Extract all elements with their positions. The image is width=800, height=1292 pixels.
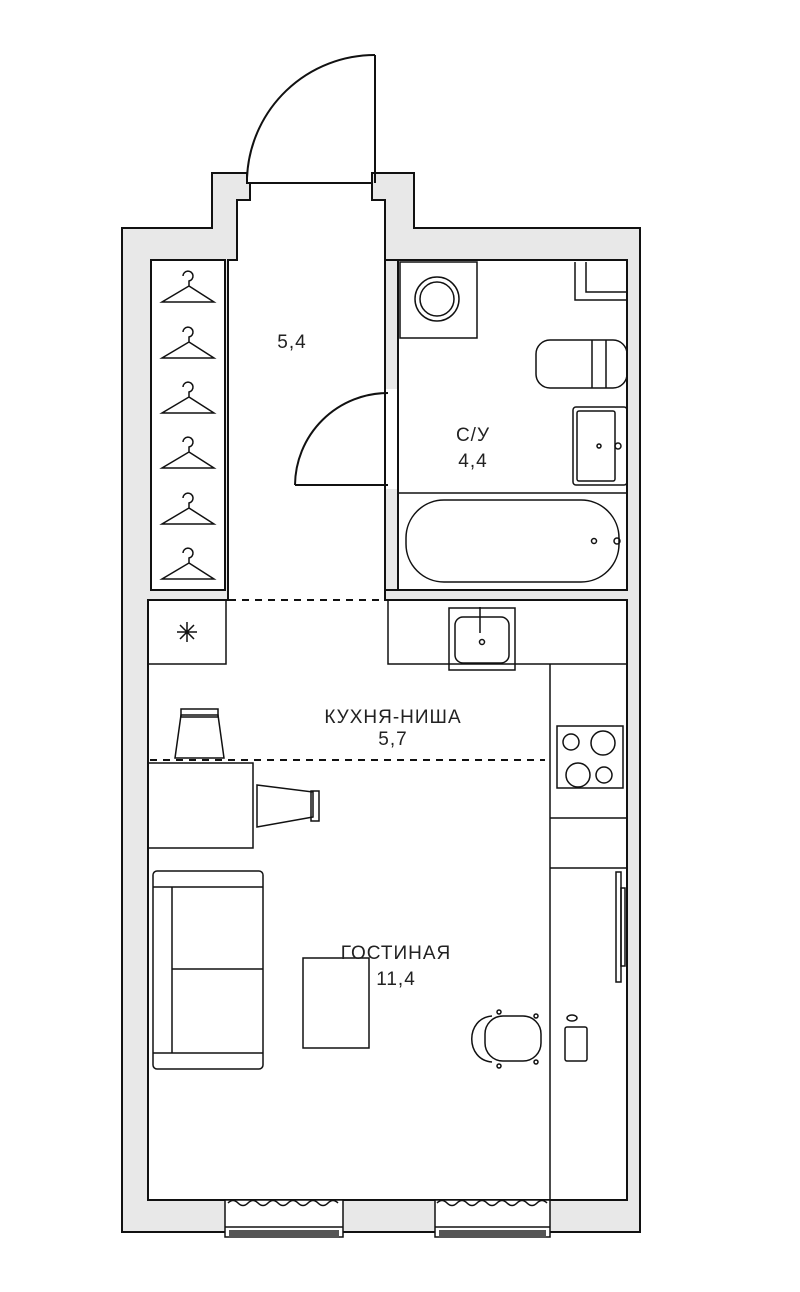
window-right	[434, 1199, 551, 1238]
bathroom-door-icon	[294, 392, 389, 486]
partition-wall	[384, 259, 399, 391]
shaft-icon	[574, 262, 627, 301]
bathroom-floor	[397, 259, 628, 591]
bathtub-icon	[398, 492, 627, 583]
wash-basin-icon	[572, 406, 628, 486]
washing-machine-icon	[399, 261, 478, 339]
partition-wall	[384, 486, 399, 591]
sofa-icon	[152, 870, 264, 1070]
hall-floor	[227, 182, 386, 601]
kitchen-area: 5,7	[378, 729, 407, 750]
living-floor	[147, 599, 628, 1201]
bathroom-area: 4,4	[458, 451, 487, 472]
dining-table	[147, 762, 254, 849]
stove-icon	[556, 725, 624, 789]
kitchen-counter	[549, 664, 627, 1200]
living-name: ГОСТИНАЯ	[341, 943, 451, 964]
kitchen-name: КУХНЯ-НИША	[324, 707, 461, 728]
armchair-icon	[471, 1009, 542, 1069]
window-left	[224, 1199, 344, 1238]
bathroom-name: С/У	[456, 425, 490, 446]
hall-area: 5,4	[277, 332, 306, 353]
bathroom-doorway	[386, 389, 397, 489]
ventilation-icon	[147, 599, 227, 665]
living-area: 11,4	[376, 969, 416, 990]
wardrobe	[150, 259, 226, 591]
hall-opening	[229, 588, 384, 602]
coffee-table	[302, 957, 370, 1049]
kitchen-sink-icon	[387, 600, 627, 671]
lamp-icon	[564, 1014, 588, 1062]
closet-icon	[550, 867, 627, 983]
hanger-icons	[159, 270, 217, 580]
toilet-icon	[535, 339, 628, 389]
chair-icon	[256, 784, 320, 828]
entrance-door-icon	[246, 54, 376, 183]
chair-icon	[174, 708, 225, 759]
